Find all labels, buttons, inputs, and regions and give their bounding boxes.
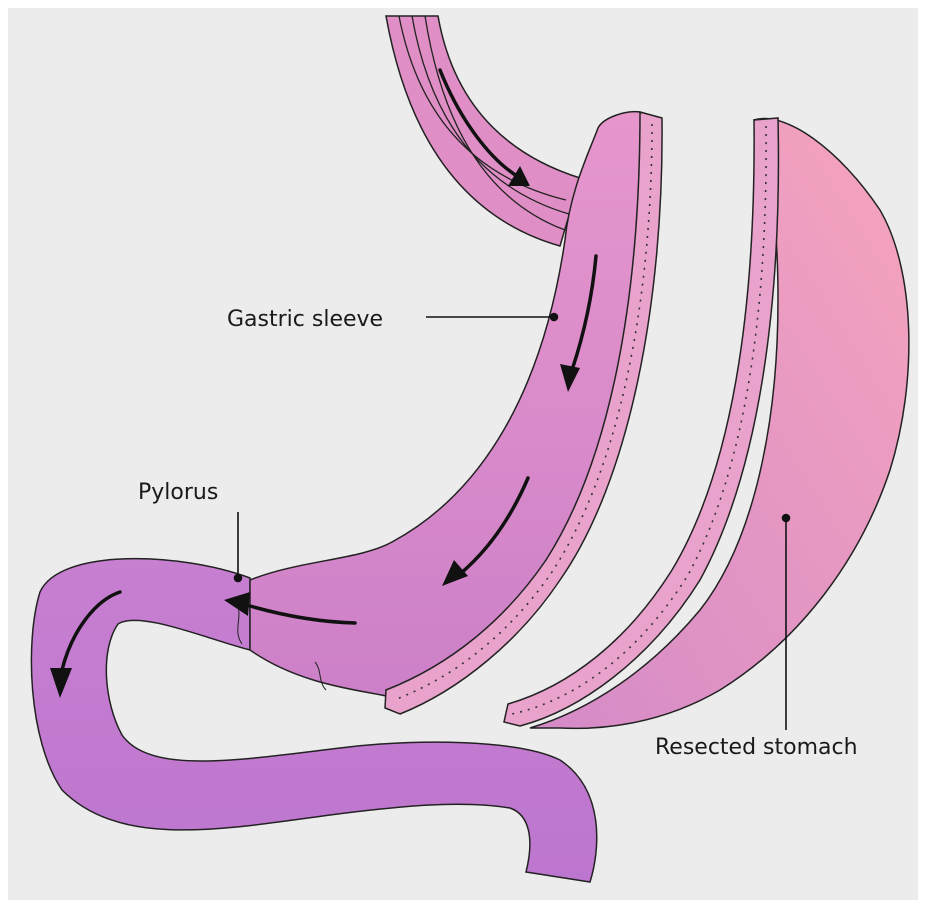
gastric-sleeve — [236, 112, 642, 696]
label-gastric-sleeve: Gastric sleeve — [227, 307, 383, 332]
leader-gastric-sleeve-dot — [551, 314, 558, 321]
leader-resected-stomach-dot — [783, 515, 790, 522]
label-pylorus: Pylorus — [138, 480, 218, 505]
leader-pylorus-dot — [235, 575, 242, 582]
label-resected-stomach: Resected stomach — [655, 735, 858, 760]
esophagus — [386, 16, 580, 246]
